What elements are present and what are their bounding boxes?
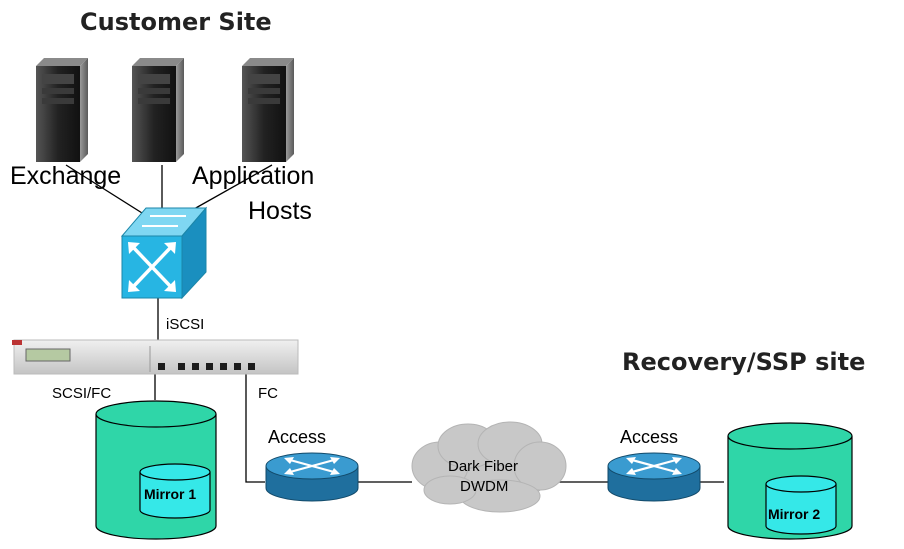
server-middle	[132, 58, 184, 162]
recovery-site-title: Recovery/SSP site	[622, 348, 866, 376]
link-appliance-router-left	[245, 372, 265, 483]
cloud-label-line1: Dark Fiber	[448, 458, 519, 475]
scsi-fc-label: SCSI/FC	[52, 385, 112, 402]
mirror-2-label: Mirror 2	[768, 506, 821, 522]
storage-appliance	[12, 339, 299, 375]
server-exchange	[36, 58, 88, 162]
storage-cylinder-right	[727, 422, 853, 540]
server-application	[242, 58, 294, 162]
hosts-label: Hosts	[248, 197, 312, 225]
router-left-label: Access	[268, 427, 327, 447]
switch-icon	[120, 206, 208, 300]
router-icon-left	[265, 452, 359, 502]
exchange-label: Exchange	[10, 162, 122, 190]
link-exchange-switch	[65, 164, 151, 219]
cloud-icon	[411, 421, 567, 513]
storage-cylinder-left	[95, 400, 217, 540]
fc-label: FC	[258, 385, 278, 402]
router-icon-right	[607, 452, 701, 502]
router-right-label: Access	[620, 427, 679, 447]
cloud-label-line2: DWDM	[460, 478, 509, 495]
application-label: Application	[192, 162, 315, 190]
mirror-1-label: Mirror 1	[144, 486, 197, 502]
iscsi-label: iSCSI	[166, 316, 205, 333]
connection-lines	[65, 164, 724, 483]
customer-site-title: Customer Site	[80, 8, 272, 36]
